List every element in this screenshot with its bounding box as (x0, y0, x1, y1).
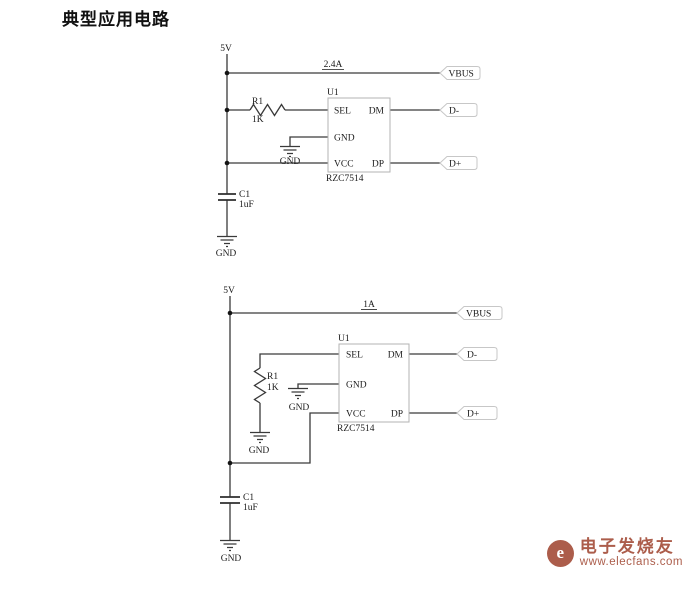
c1-dplus-label: D+ (449, 160, 461, 170)
c2-junction-vbus (227, 310, 233, 316)
c1-pin-sel-label: SEL (334, 107, 351, 117)
c1-dminus-flag (439, 103, 478, 117)
c2-sel-wire (259, 353, 339, 368)
c2-dplus-label: D+ (467, 410, 479, 420)
c1-chip-gnd-label: GND (280, 157, 301, 167)
c2-dminus-label: D- (467, 351, 477, 361)
c2-resistor-ref: R1 (267, 372, 278, 382)
c2-pin-dp-label: DP (391, 410, 403, 420)
c2-resistor-ground-symbol (250, 431, 270, 444)
c1-pin-dp-label: DP (372, 160, 384, 170)
c1-cap-plates (218, 193, 236, 201)
c1-pin-vcc-label: VCC (334, 160, 354, 170)
watermark-brand: 电子发烧友 (579, 537, 675, 556)
c2-resistor-value: 1K (267, 383, 279, 393)
c1-dminus-label: D- (449, 107, 459, 117)
c1-cap-ref: C1 (239, 190, 250, 200)
c2-cap-ref: C1 (243, 493, 254, 503)
c1-chip-part-label: RZC7514 (326, 174, 364, 184)
c1-pin-gnd-label: GND (334, 134, 355, 144)
c2-vbus-label: VBUS (466, 310, 491, 320)
c2-vcc-wire (230, 412, 339, 464)
c1-resistor-value: 1K (252, 115, 264, 125)
watermark-text: 电子发烧友 www.elecfans.com (580, 537, 683, 569)
c1-resistor-ref: R1 (252, 97, 263, 107)
c1-cap-value: 1uF (239, 200, 254, 210)
c1-chip-body (327, 97, 391, 173)
c2-cap-plates (220, 496, 240, 504)
c1-resistor (249, 103, 286, 117)
c1-chip-ref: U1 (327, 88, 339, 98)
c1-vbus-flag (439, 66, 481, 80)
c2-pin-dm-label: DM (388, 351, 404, 361)
elecfans-logo-icon: e (546, 539, 574, 567)
c2-chip-ground-symbol (288, 387, 308, 400)
c2-dplus-flag (456, 406, 498, 420)
c2-current-label: 1A (363, 300, 375, 310)
watermark-url: www.elecfans.com (579, 556, 683, 568)
c2-chip-part-label: RZC7514 (337, 424, 375, 434)
c2-chip-ref: U1 (338, 334, 350, 344)
c2-gnd-pin-wire (297, 383, 339, 388)
c1-chip-ground-symbol (280, 145, 300, 158)
c1-supply-label: 5V (220, 44, 232, 54)
circuit-1: 5V 2.4A VBUS R1 1K U1 SEL GND VCC DM DP … (216, 44, 481, 259)
c2-pin-vcc-label: VCC (346, 410, 366, 420)
c1-junction-vbus (224, 70, 230, 76)
c2-chip-gnd-label: GND (289, 403, 310, 413)
c2-resistor (253, 367, 267, 404)
c1-bottom-gnd-label: GND (216, 249, 237, 259)
c2-dminus-flag (456, 347, 498, 361)
c2-chip-body (338, 343, 410, 423)
c1-pin-dm-label: DM (369, 107, 385, 117)
watermark: e 电子发烧友 www.elecfans.com (546, 537, 683, 569)
c1-junction-vcc (224, 160, 230, 166)
c2-supply-label: 5V (223, 286, 235, 296)
circuit-2: 5V 1A VBUS R1 1K GND U1 SEL GND VCC DM D… (220, 286, 503, 564)
c2-vbus-flag (456, 306, 503, 320)
c1-junction-sel (224, 107, 230, 113)
c2-junction-vcc (227, 460, 233, 466)
c2-cap-value: 1uF (243, 503, 258, 513)
page-title: 典型应用电路 (62, 10, 170, 29)
c2-resistor-gnd-label: GND (249, 446, 270, 456)
c1-bottom-ground-symbol (217, 235, 237, 248)
c1-gnd-pin-wire (289, 136, 328, 146)
c2-bottom-ground-symbol (220, 539, 240, 552)
c1-vbus-label: VBUS (449, 70, 474, 80)
c2-bottom-gnd-label: GND (221, 554, 242, 564)
c2-pin-gnd-label: GND (346, 381, 367, 391)
c1-dplus-flag (439, 156, 478, 170)
c1-current-label: 2.4A (324, 60, 343, 70)
c2-pin-sel-label: SEL (346, 351, 363, 361)
